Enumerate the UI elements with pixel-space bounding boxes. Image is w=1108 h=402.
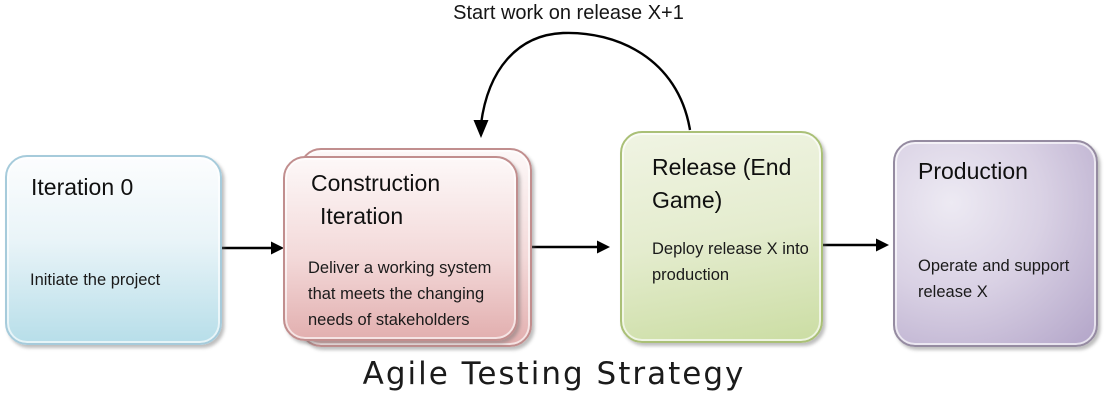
node-construction-iteration: Construction Iteration Deliver a working…	[283, 140, 533, 348]
stacked-card-front: Construction Iteration Deliver a working…	[283, 156, 518, 341]
node-production: Production Operate and support release X	[893, 140, 1098, 347]
node-iteration-0: Iteration 0 Initiate the project	[5, 155, 222, 345]
node-body: Operate and support release X	[918, 257, 1070, 301]
loop-arrowhead-icon	[473, 120, 489, 138]
node-title: Release (End Game)	[652, 154, 792, 213]
flow-arrow-1	[222, 241, 284, 255]
node-body: Deploy release X into production	[652, 240, 809, 284]
flow-arrow-2	[532, 240, 610, 254]
diagram-title: Agile Testing Strategy	[362, 356, 746, 392]
node-body: Deliver a working system that meets the …	[308, 259, 492, 329]
node-title: Iteration 0	[31, 174, 134, 200]
node-title: Construction Iteration	[311, 170, 441, 229]
arrowhead-icon	[597, 240, 610, 254]
node-title: Production	[918, 158, 1028, 184]
loop-arrow-label: Start work on release X+1	[453, 2, 684, 24]
node-body: Initiate the project	[30, 271, 161, 289]
node-release-end-game: Release (End Game) Deploy release X into…	[620, 131, 823, 343]
arrowhead-icon	[876, 238, 889, 252]
loop-arrow	[473, 31, 692, 138]
flow-arrow-3	[823, 238, 889, 252]
